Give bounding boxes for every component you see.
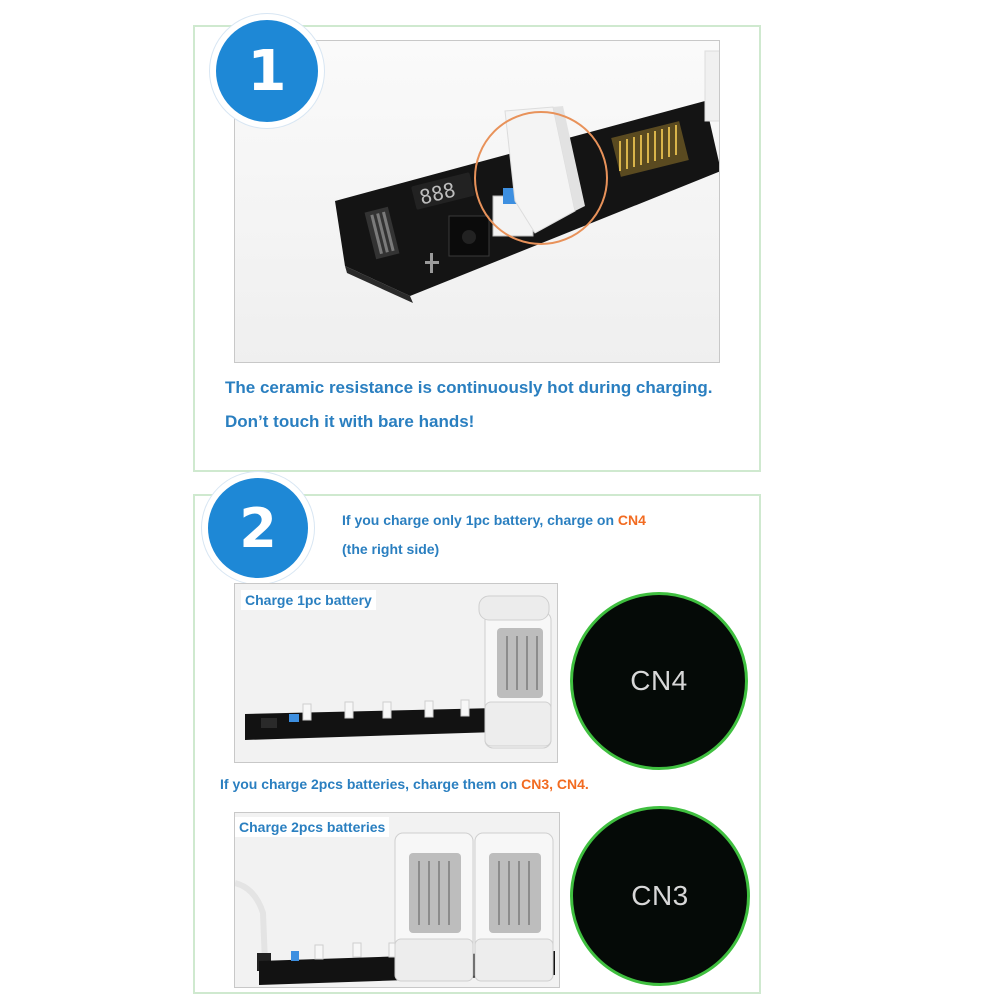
digital-display <box>411 172 475 210</box>
cn4-closeup: CN4 <box>570 592 748 770</box>
instruction2-highlight: CN3, CN4. <box>521 776 589 792</box>
step1-number: 1 <box>247 38 287 104</box>
cn3-label: CN3 <box>631 880 689 911</box>
step2-instruction2: If you charge 2pcs batteries, charge the… <box>220 776 589 792</box>
charge-1pc-photo: Charge 1pc battery <box>234 583 558 763</box>
instruction2-text: If you charge 2pcs batteries, charge the… <box>220 776 522 792</box>
battery-unit-right <box>474 832 554 982</box>
step2-instruction1: If you charge only 1pc battery, charge o… <box>342 512 646 528</box>
instruction1-highlight: CN4 <box>617 512 646 528</box>
cn4-label: CN4 <box>630 665 688 696</box>
step1-badge: 1 <box>210 14 324 128</box>
step2-number: 2 <box>239 496 277 560</box>
step2-badge: 2 <box>202 472 314 584</box>
pin-header <box>611 121 689 177</box>
photo1-label: Charge 1pc battery <box>241 590 376 610</box>
highlight-ring <box>474 111 608 245</box>
step1-warning-line1: The ceramic resistance is continuously h… <box>225 378 713 397</box>
cn3-closeup: CN3 <box>570 806 750 986</box>
battery-unit-left <box>394 832 474 982</box>
one-battery-image <box>235 584 557 762</box>
charge-2pcs-photo: Charge 2pcs batteries <box>234 812 560 988</box>
step2-instruction1-line2: (the right side) <box>342 541 440 557</box>
two-batteries-image <box>235 813 559 987</box>
ceramic-resistor <box>504 106 576 234</box>
battery-unit <box>478 595 552 749</box>
step1-warning-line2: Don’t touch it with bare hands! <box>225 412 475 431</box>
instruction1-text: If you charge only 1pc battery, charge o… <box>342 512 618 528</box>
photo2-label: Charge 2pcs batteries <box>235 817 390 837</box>
